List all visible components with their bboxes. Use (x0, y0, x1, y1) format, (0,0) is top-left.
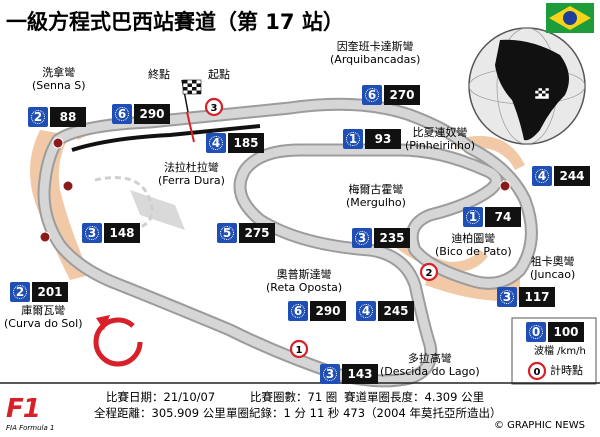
turn-label-juncao: 祖卡奧彎(Juncao) (530, 255, 576, 281)
turn-markers (39, 137, 511, 243)
turn-label-descida-do-lago: 多拉高彎(Descida do Lago) (380, 352, 480, 378)
f1-logo-sub: FIA Formula 1 (6, 424, 55, 432)
direction-arrow (93, 315, 143, 367)
lap-record: 單圈紀錄：1 分 11 秒 473（2004 年莫托亞所造出） (226, 406, 502, 420)
turn-label-reta-oposta: 奧普斯達彎(Reta Oposta) (266, 268, 343, 294)
globe-icon (468, 27, 586, 145)
legend-timing-label: 計時點 (550, 364, 583, 377)
race-laps: 比賽圈數：71 圈 (250, 390, 338, 404)
brazil-flag-icon (546, 3, 594, 33)
pit-lane (71, 124, 261, 152)
race-distance: 全程距離：305.909 公里 (94, 406, 226, 420)
track-surface (39, 99, 536, 386)
finish-line (186, 111, 195, 143)
page-title: 一級方程式巴西站賽道（第 17 站） (6, 10, 344, 34)
label-finish: 終點 (148, 68, 170, 81)
f1-logo: F1 (6, 394, 41, 424)
turn-label-curva-do-sol: 庫爾瓦彎(Curva do Sol) (4, 304, 83, 330)
chequered-flag-icon (181, 79, 202, 113)
label-start: 起點 (208, 68, 230, 81)
turn-label-bico-de-pato: 迪柏圖彎(Bico de Pato) (435, 232, 512, 258)
turn-label-mergulho: 梅爾古霍彎(Mergulho) (346, 183, 406, 209)
credit: © GRAPHIC NEWS (494, 420, 586, 431)
timing-point-1: 1 (296, 345, 303, 356)
timing-point-2: 2 (426, 268, 433, 279)
race-date: 比賽日期：21/10/07 (106, 390, 216, 404)
turn-label-arquibancadas: 因奎班卡達斯彎(Arquibancadas) (330, 40, 421, 66)
timing-point-3: 3 (211, 103, 218, 114)
turn-label-senna: 洗拿彎(Senna S) (32, 66, 86, 92)
pit-lane-white (94, 176, 154, 232)
legend-gear-speed-label: 波檔 /km/h (534, 346, 586, 357)
timing-points (204, 97, 439, 359)
turn-label-ferradura: 法拉杜拉彎(Ferra Dura) (158, 161, 225, 187)
turn-label-pinheirinho: 比夏連奴彎(Pinheirinho) (405, 126, 476, 152)
lap-length: 賽道單圈長度：4.309 公里 (344, 390, 485, 404)
legend-timing-number: 0 (534, 367, 541, 378)
